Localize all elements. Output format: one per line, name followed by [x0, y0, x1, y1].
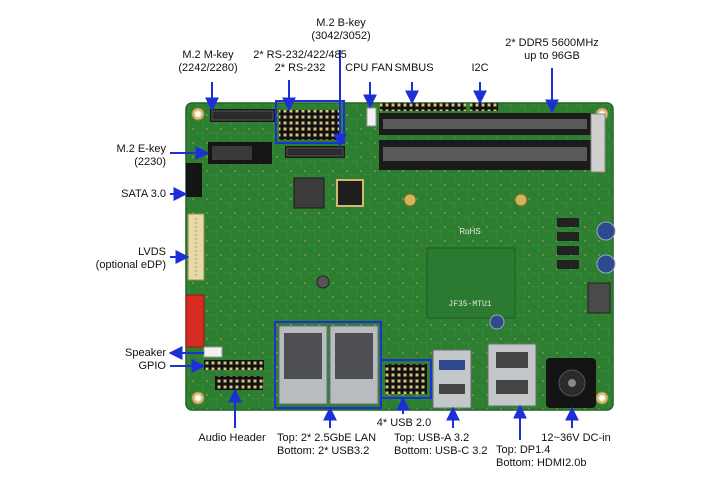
- standoff-2: [514, 193, 528, 207]
- label-gpio-line1: GPIO: [138, 360, 166, 372]
- label-audio-header: Audio Header: [190, 432, 274, 445]
- audio-header: [215, 376, 263, 390]
- label-lvds-line1: LVDS: [138, 246, 166, 258]
- usb-a-port: [432, 349, 472, 409]
- rohs-text: RoHS: [459, 227, 480, 236]
- m2-m-key-slot: [210, 109, 275, 122]
- label-gpio: GPIO: [80, 360, 166, 373]
- label-lvds: LVDS (optional eDP): [66, 246, 166, 272]
- label-rs232-line1: 2* RS-232/422/485: [253, 49, 347, 61]
- label-ddr5-line2: up to 96GB: [524, 50, 580, 62]
- label-sata: SATA 3.0: [80, 188, 166, 201]
- speaker-header: [203, 346, 223, 358]
- label-cpu-fan-line1: CPU FAN: [345, 62, 393, 74]
- soc-area: [426, 247, 516, 319]
- label-m2-b-key-line2: (3042/3052): [311, 30, 371, 42]
- label-usb2: 4* USB 2.0: [372, 417, 436, 430]
- label-usba-line1: Top: USB-A 3.2: [394, 432, 470, 444]
- red-connector: [185, 294, 205, 348]
- label-m2-b-key-line1: M.2 B-key: [316, 17, 366, 29]
- label-m2-e-key-line1: M.2 E-key: [116, 143, 166, 155]
- label-m2-m-key: M.2 M-key (2242/2280): [168, 49, 248, 75]
- ddr5-slots: [379, 113, 606, 173]
- label-sata-line1: SATA 3.0: [121, 188, 166, 200]
- label-rs232: 2* RS-232/422/485 2* RS-232: [250, 49, 350, 75]
- label-dp-line2: Bottom: HDMI2.0b: [496, 457, 587, 469]
- label-lan-line1: Top: 2* 2.5GbE LAN: [277, 432, 377, 444]
- label-usba-line2: Bottom: USB-C 3.2: [394, 445, 488, 457]
- usb2-headers: [380, 359, 432, 399]
- label-m2-b-key: M.2 B-key (3042/3052): [306, 17, 376, 43]
- cpu-fan-header: [366, 107, 377, 127]
- lan-ports: [274, 321, 382, 409]
- callout-arrows: [168, 50, 579, 440]
- label-smbus-line1: SMBUS: [394, 62, 434, 74]
- label-smbus: SMBUS: [392, 62, 436, 75]
- standoff-1: [403, 193, 417, 207]
- label-dc-in: 12~36V DC-in: [536, 432, 616, 445]
- label-audio-line1: Audio Header: [198, 432, 266, 444]
- label-lan-line2: Bottom: 2* USB3.2: [277, 445, 370, 457]
- label-usb2-line1: 4* USB 2.0: [376, 417, 432, 429]
- rs232-headers: [275, 100, 345, 144]
- label-dcin-line1: 12~36V DC-in: [541, 432, 611, 444]
- lvds-connector: [187, 213, 205, 281]
- label-rs232-line2: 2* RS-232: [274, 62, 326, 74]
- m2-b-key-slot: [285, 146, 345, 158]
- smbus-header: [380, 103, 466, 111]
- chip-b: [336, 179, 364, 207]
- label-lvds-line2: (optional eDP): [95, 259, 166, 271]
- dc-jack: [546, 358, 596, 408]
- label-ddr5-line1: 2* DDR5 5600MHz: [505, 37, 599, 49]
- m2-e-key-slot: [208, 142, 272, 164]
- label-speaker-line1: Speaker: [125, 347, 166, 359]
- label-cpu-fan: CPU FAN: [342, 62, 396, 75]
- label-m2-m-key-line1: M.2 M-key: [182, 49, 234, 61]
- sata-connector: [186, 163, 202, 197]
- chip-a: [293, 177, 325, 209]
- label-lan: Top: 2* 2.5GbE LAN Bottom: 2* USB3.2: [277, 432, 387, 458]
- label-dp-line1: Top: DP1.4: [496, 444, 551, 456]
- label-dp: Top: DP1.4 Bottom: HDMI2.0b: [496, 444, 596, 470]
- label-i2c: I2C: [465, 62, 495, 75]
- board-model-text: JF35-MTU1: [448, 300, 491, 309]
- label-m2-m-key-line2: (2242/2280): [178, 62, 238, 74]
- power-components: [316, 218, 616, 330]
- label-ddr5: 2* DDR5 5600MHz up to 96GB: [496, 37, 608, 63]
- label-i2c-line1: I2C: [471, 62, 489, 74]
- i2c-header: [470, 103, 498, 111]
- label-m2-e-key-line2: (2230): [134, 156, 166, 168]
- label-usb-a: Top: USB-A 3.2 Bottom: USB-C 3.2: [394, 432, 504, 458]
- label-speaker: Speaker: [80, 347, 166, 360]
- gpio-header: [204, 360, 264, 370]
- dp-hdmi-port: [487, 343, 537, 407]
- label-m2-e-key: M.2 E-key (2230): [80, 143, 166, 169]
